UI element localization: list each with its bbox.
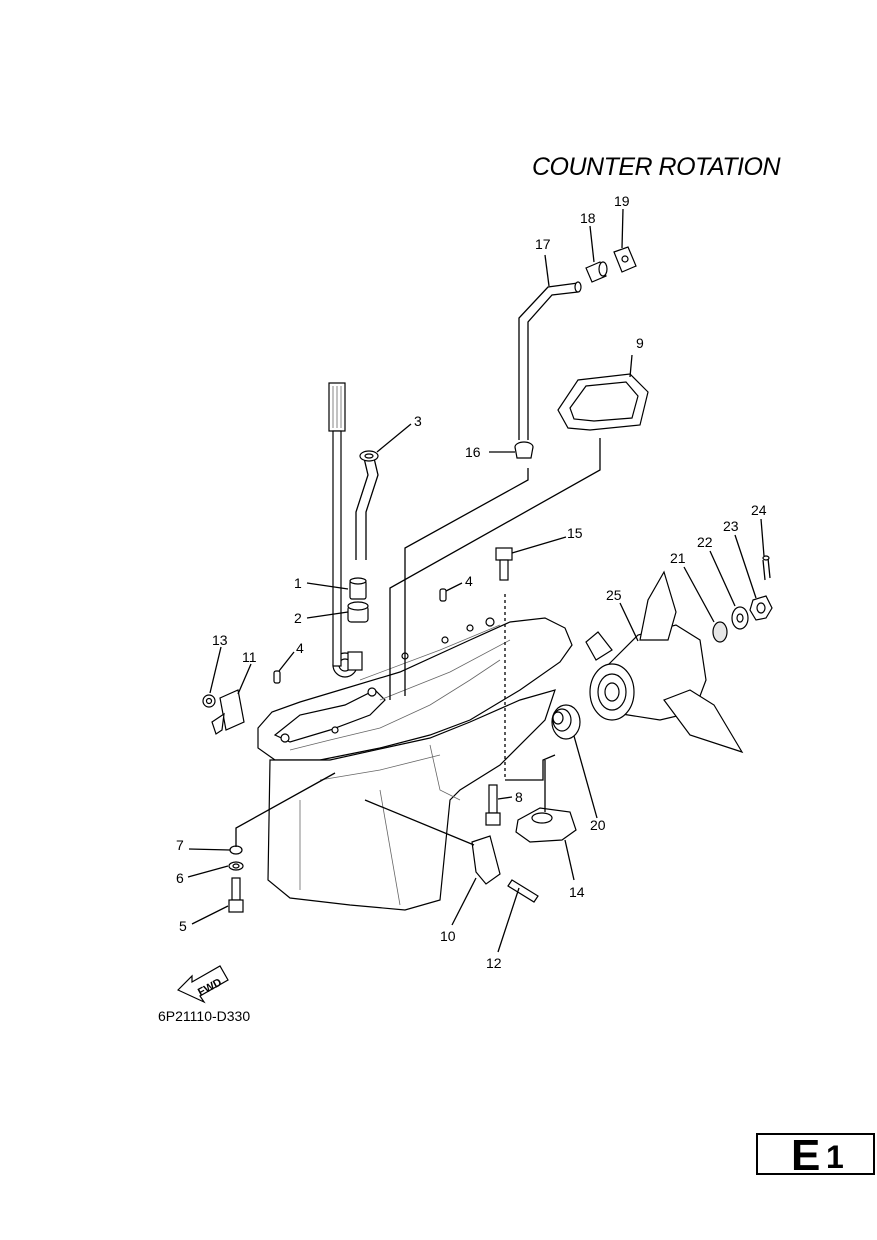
callout-4b: 4 [296,640,304,656]
page-title: COUNTER ROTATION [532,153,781,181]
bolt [485,784,501,826]
propeller [585,570,744,754]
callout-9: 9 [636,335,644,351]
lower-casing [257,617,573,911]
callout-13: 13 [212,632,228,648]
callout-10: 10 [440,928,456,944]
callout-22: 22 [697,534,713,550]
callout-21: 21 [670,550,686,566]
leader-lines [187,208,765,953]
callout-24: 24 [751,502,767,518]
callout-4a: 4 [465,573,473,589]
page-tag: E 1 [756,1131,875,1180]
dowel-pin [439,588,447,602]
water-tube [355,450,379,560]
callout-6: 6 [176,870,184,886]
callout-20: 20 [590,817,606,833]
callout-2: 2 [294,610,302,626]
callout-labels: 1 2 3 4 4 5 6 7 8 9 10 11 12 13 14 15 16… [176,193,767,971]
callout-8: 8 [515,789,523,805]
fwd-arrow-icon: FWD [176,965,229,1004]
trim-tab [515,807,577,843]
callout-12: 12 [486,955,502,971]
callout-7: 7 [176,837,184,853]
gasket [557,373,649,431]
callout-23: 23 [723,518,739,534]
callout-15: 15 [567,525,583,541]
callout-17: 17 [535,236,551,252]
callout-5: 5 [179,918,187,934]
bushing-and-seal [347,577,369,671]
callout-14: 14 [569,884,585,900]
callout-18: 18 [580,210,596,226]
anode [471,835,539,903]
callout-16: 16 [465,444,481,460]
callout-11: 11 [242,649,257,665]
page-tag-letter: E [791,1131,821,1180]
drive-shaft [328,382,346,667]
collar-and-clamp [585,246,637,283]
reference-lines [235,438,601,847]
propeller-hardware [712,555,773,643]
cover-and-nut [202,689,245,735]
callout-3: 3 [414,413,422,429]
callout-1: 1 [294,575,302,591]
diagram-code: 6P21110-D330 [158,1008,251,1024]
bolt-washer-oring [228,845,244,913]
bolt [495,547,513,581]
cooling-water-pipe [514,281,582,459]
callout-25: 25 [606,587,622,603]
collar [551,704,581,740]
page-tag-number: 1 [826,1139,844,1175]
dowel-pin [273,670,281,684]
callout-19: 19 [614,193,630,209]
